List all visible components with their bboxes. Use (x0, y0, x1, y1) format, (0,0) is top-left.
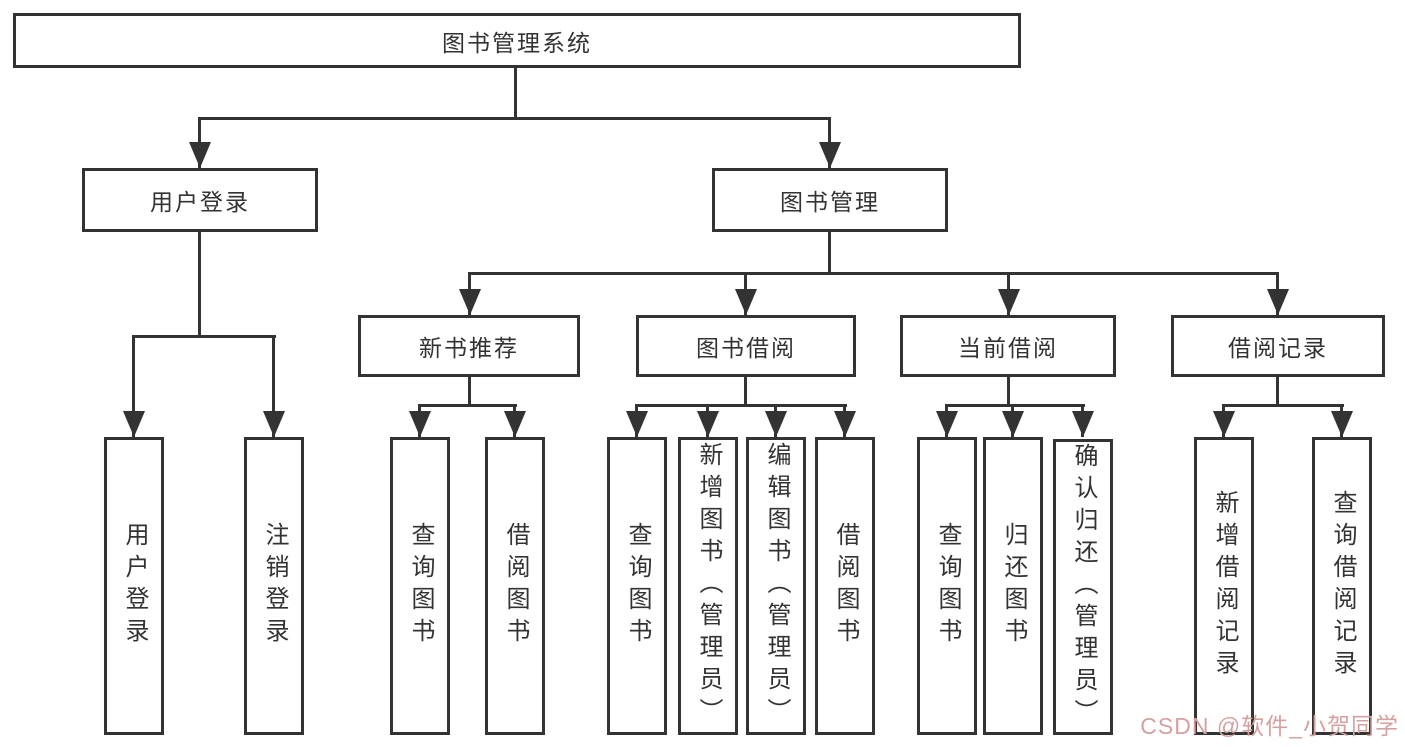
node-user-login-label: 用户登录 (150, 189, 250, 215)
leaf-borrow-book-2: 借阅图书 (815, 437, 875, 735)
arrow-down-icon (189, 142, 211, 168)
connector-line (635, 404, 847, 407)
arrow-down-icon (409, 411, 431, 437)
connector-line (272, 335, 275, 437)
arrow-down-icon (1331, 411, 1353, 437)
connector-line (198, 232, 201, 337)
arrow-down-icon (1072, 411, 1094, 437)
node-borrow-record-label: 借阅记录 (1228, 335, 1328, 361)
leaf-query-borrow-record: 查询借阅记录 (1312, 437, 1372, 735)
connector-line (198, 117, 831, 120)
arrow-down-icon (1002, 411, 1024, 437)
leaf-confirm-return-admin: 确认归还（管理员） (1053, 439, 1113, 735)
leaf-add-book-admin-label: 新增图书（管理员） (695, 442, 722, 730)
arrow-down-icon (735, 289, 757, 315)
leaf-edit-book-admin-label: 编辑图书（管理员） (763, 442, 790, 730)
arrow-down-icon (819, 142, 841, 168)
leaf-query-book-3-label: 查询图书 (934, 522, 961, 650)
connector-line (744, 377, 747, 406)
connector-line (945, 404, 1085, 407)
leaf-query-borrow-record-label: 查询借阅记录 (1329, 490, 1356, 682)
node-book-borrow: 图书借阅 (636, 315, 856, 377)
connector-line (1222, 404, 1344, 407)
arrow-down-icon (263, 411, 285, 437)
leaf-borrow-book-1: 借阅图书 (485, 437, 545, 735)
node-book-management-label: 图书管理 (780, 189, 880, 215)
leaf-add-borrow-record: 新增借阅记录 (1194, 437, 1254, 735)
node-borrow-record: 借阅记录 (1171, 315, 1385, 377)
leaf-return-book-label: 归还图书 (1000, 522, 1027, 650)
connector-line (1007, 377, 1010, 406)
arrow-down-icon (123, 411, 145, 437)
arrow-down-icon (936, 411, 958, 437)
leaf-add-borrow-record-label: 新增借阅记录 (1211, 490, 1238, 682)
csdn-watermark: CSDN @软件_小贺同学 (1140, 713, 1399, 739)
node-root-label: 图书管理系统 (442, 29, 592, 56)
connector-line (1276, 377, 1279, 406)
arrow-down-icon (626, 411, 648, 437)
leaf-user-login-label: 用户登录 (121, 522, 148, 650)
leaf-query-book-3: 查询图书 (917, 437, 977, 735)
leaf-logout: 注销登录 (244, 437, 304, 735)
leaf-query-book-2-label: 查询图书 (624, 522, 651, 650)
leaf-add-book-admin: 新增图书（管理员） (678, 437, 738, 735)
connector-line (418, 404, 517, 407)
leaf-query-book-2: 查询图书 (607, 437, 667, 735)
connector-line (468, 377, 471, 406)
node-book-borrow-label: 图书借阅 (696, 335, 796, 361)
node-root: 图书管理系统 (13, 13, 1021, 68)
leaf-user-login: 用户登录 (104, 437, 164, 735)
node-book-management: 图书管理 (712, 168, 948, 232)
arrow-down-icon (765, 411, 787, 437)
leaf-edit-book-admin: 编辑图书（管理员） (746, 437, 806, 735)
node-current-borrow: 当前借阅 (900, 315, 1116, 377)
connector-line (828, 232, 831, 274)
connector-line (468, 272, 1279, 275)
arrow-down-icon (1267, 289, 1289, 315)
arrow-down-icon (459, 289, 481, 315)
arrow-down-icon (504, 411, 526, 437)
leaf-borrow-book-1-label: 借阅图书 (502, 522, 529, 650)
node-current-borrow-label: 当前借阅 (958, 335, 1058, 361)
node-user-login: 用户登录 (82, 168, 318, 232)
arrow-down-icon (697, 411, 719, 437)
connector-line (132, 335, 135, 437)
connector-line (514, 68, 517, 119)
connector-line (132, 335, 276, 338)
leaf-return-book: 归还图书 (983, 437, 1043, 735)
arrow-down-icon (998, 289, 1020, 315)
leaf-query-book-1-label: 查询图书 (407, 522, 434, 650)
node-new-book-recommend: 新书推荐 (358, 315, 580, 377)
arrow-down-icon (834, 411, 856, 437)
arrow-down-icon (1213, 411, 1235, 437)
node-new-book-recommend-label: 新书推荐 (419, 335, 519, 361)
leaf-confirm-return-admin-label: 确认归还（管理员） (1070, 443, 1097, 731)
leaf-query-book-1: 查询图书 (390, 437, 450, 735)
leaf-borrow-book-2-label: 借阅图书 (832, 522, 859, 650)
leaf-logout-label: 注销登录 (261, 522, 288, 650)
